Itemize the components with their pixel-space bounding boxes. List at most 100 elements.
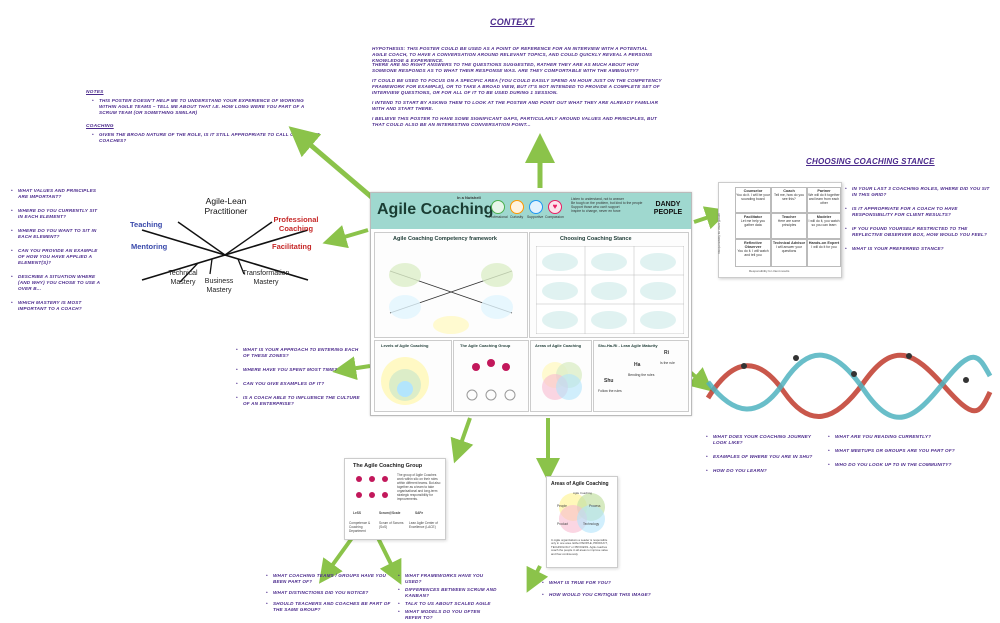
question-item: Where do you want to sit in each element… bbox=[11, 228, 103, 240]
poster-brand: DANDY PEOPLE bbox=[653, 201, 683, 216]
arrow-to-group bbox=[450, 417, 474, 464]
group-questions: What coaching teams / groups have you be… bbox=[266, 573, 396, 618]
coaching-list: Given the broad nature of the role, is i… bbox=[92, 132, 322, 144]
group-abbr: Scrum@Scale bbox=[379, 511, 401, 515]
question-item: Examples of where you are in Shu? bbox=[706, 454, 824, 460]
framework-professional-coaching: Professional Coaching bbox=[273, 215, 319, 233]
professional-icon bbox=[491, 200, 505, 214]
areas-label: Process bbox=[589, 504, 601, 508]
framework-line bbox=[179, 262, 199, 283]
poster-title: Agile Coaching bbox=[377, 201, 494, 218]
stance-y-axis: Responsibility for client growth bbox=[717, 213, 721, 254]
poster-areas-panel: Areas of Agile Coaching bbox=[530, 340, 592, 412]
question-item: Is it appropriate for a coach to have re… bbox=[845, 206, 993, 218]
areas-label: Technology bbox=[583, 522, 600, 526]
runner-icon bbox=[741, 363, 747, 369]
notes-section: Notes This poster doesn't help me to und… bbox=[86, 90, 326, 152]
frameworks-questions: What frameworks have you used? Differenc… bbox=[398, 573, 498, 623]
question-item: Who do you look up to in the community? bbox=[828, 462, 968, 468]
poster-framework-lines bbox=[389, 263, 513, 334]
heart-icon: ♥ bbox=[548, 200, 562, 214]
question-item: How would you critique this image? bbox=[542, 592, 652, 598]
context-paragraph: Hypothesis: This poster could be used as… bbox=[372, 46, 653, 64]
poster-framework-panel: Agile Coaching Competency framework bbox=[374, 232, 528, 338]
question-item: What meetups or groups are you part of? bbox=[828, 448, 968, 454]
shuhari-journey-illustration bbox=[705, 352, 993, 420]
stance-questions: In your last 3 coaching roles, where did… bbox=[845, 186, 993, 260]
supportive-icon bbox=[529, 200, 543, 214]
coaching-heading: Coaching bbox=[86, 124, 114, 129]
poster-group-panel: The Agile Coaching Group bbox=[453, 340, 529, 412]
group-description: The group of Agile Coaches work within s… bbox=[397, 473, 441, 501]
question-item: What are you reading currently? bbox=[828, 434, 968, 440]
poster-stance-grid bbox=[536, 246, 684, 334]
notes-list: This poster doesn't help me to understan… bbox=[92, 98, 322, 116]
group-item-label: Competence & Coaching Department bbox=[349, 521, 371, 533]
context-paragraph: There are no right answers to the questi… bbox=[372, 62, 639, 74]
ha-text: Bending the rules bbox=[628, 373, 655, 377]
poster-levels-panel: Levels of Agile Coaching bbox=[374, 340, 452, 412]
question-item: If you found yourself restricted to the … bbox=[845, 226, 993, 238]
coaching-group-card: The Agile Coaching Group The group of Ag… bbox=[344, 458, 446, 540]
runner-icon bbox=[963, 377, 969, 383]
question-item: Is a coach able to influence the culture… bbox=[236, 395, 366, 407]
context-paragraph: I intend to start by asking them to look… bbox=[372, 100, 659, 112]
poster-section-title: Shu-Ha-Ri - Lean Agile Maturity bbox=[598, 343, 658, 348]
icon-label: Compassion bbox=[545, 215, 564, 219]
areas-card: Areas of Agile Coaching Agile Coaching P… bbox=[546, 476, 618, 568]
question-item: Differences between Scrum and Kanban? bbox=[398, 587, 498, 599]
journey-path-teal bbox=[706, 352, 993, 420]
question-item: What coaching teams / groups have you be… bbox=[266, 573, 396, 585]
agile-coaching-poster: In a Nutshell Agile Coaching ♥ Professio… bbox=[370, 192, 692, 416]
icon-label: Curiosity bbox=[510, 215, 524, 219]
framework-line bbox=[209, 258, 213, 275]
context-paragraph: It could be used to focus on a specific … bbox=[372, 78, 662, 96]
arrow-to-group-questions bbox=[318, 536, 354, 584]
poster-bullet: Support those who can't support bbox=[571, 205, 620, 209]
question-item: What is your approach to entering each o… bbox=[236, 347, 366, 359]
group-item-label: Scrum of Scrums (SoS) bbox=[379, 521, 404, 529]
framework-line bbox=[177, 221, 226, 256]
areas-title: Areas of Agile Coaching bbox=[551, 481, 609, 487]
framework-mentoring: Mentoring bbox=[131, 242, 168, 251]
framework-transformation-mastery: Transformation Mastery bbox=[242, 270, 290, 286]
question-item: Describe a situation where (and why) you… bbox=[11, 274, 103, 292]
areas-label: Product bbox=[557, 522, 568, 526]
areas-label: People bbox=[557, 504, 567, 508]
icon-label: Supportive bbox=[527, 215, 544, 219]
areas-description: In Agile organizations a Leader is respo… bbox=[551, 538, 608, 556]
framework-business-mastery: Business Mastery bbox=[204, 278, 234, 294]
poster-section-title: Areas of Agile Coaching bbox=[535, 343, 582, 348]
poster-section-title: Levels of Agile Coaching bbox=[381, 343, 429, 348]
ri-label: Ri bbox=[664, 350, 669, 356]
arrow-to-notes bbox=[288, 126, 384, 208]
runner-icon bbox=[851, 371, 857, 377]
group-abbr: LeSS bbox=[353, 511, 361, 515]
context-paragraph: I believe this poster to have some signi… bbox=[372, 116, 658, 128]
framework-line bbox=[224, 221, 273, 256]
journey-questions-left: What does your coaching journey look lik… bbox=[706, 434, 824, 482]
arrow-to-stance bbox=[693, 206, 730, 230]
notes-item: This poster doesn't help me to understan… bbox=[92, 98, 322, 116]
framework-teaching: Teaching bbox=[130, 220, 163, 229]
group-item-label: Lean Agile Center of Excellence (LACE) bbox=[409, 521, 438, 529]
areas-venn-diagram bbox=[559, 493, 605, 533]
poster-areas-venn bbox=[542, 362, 582, 400]
stance-title: Choosing Coaching Stance bbox=[806, 157, 935, 166]
question-item: Talk to us about scaled agile bbox=[398, 601, 498, 607]
poster-framework-title: Agile Coaching Competency framework bbox=[393, 236, 497, 242]
coaching-item: Given the broad nature of the role, is i… bbox=[92, 132, 322, 144]
poster-levels-circles bbox=[381, 357, 429, 405]
poster-bullet: Listen to understand, not to answer bbox=[571, 197, 624, 201]
levels-questions: What is your approach to entering each o… bbox=[236, 347, 366, 415]
question-item: What frameworks have you used? bbox=[398, 573, 498, 585]
poster-stance-panel: Choosing Coaching Stance bbox=[529, 232, 689, 338]
shu-text: Follow the rules bbox=[598, 389, 622, 393]
question-item: Can you give examples of it? bbox=[236, 381, 366, 387]
question-item: Should teachers and coaches be part of t… bbox=[266, 601, 396, 613]
